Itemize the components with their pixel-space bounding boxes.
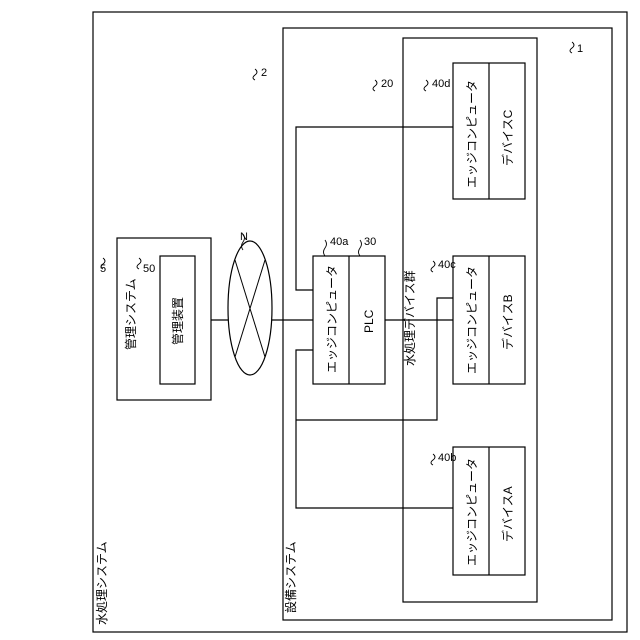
center-plc-ref-leader (359, 240, 362, 256)
facility-system-ref-leader (253, 69, 257, 80)
management-system-label: 管理システム (123, 278, 138, 350)
device-group-ref: 20 (381, 78, 393, 90)
device-group-label: 水処理デバイス群 (402, 270, 417, 366)
center-edge-label: エッジコンピュータ (325, 265, 339, 373)
management-device-label: 管理装置 (170, 297, 185, 345)
water-system-ref-leader (570, 42, 574, 53)
device-b-edge-label: エッジコンピュータ (465, 266, 479, 374)
management-device-ref: 50 (143, 263, 155, 275)
device-a-label: デバイスA (500, 486, 515, 542)
facility-system-ref: 2 (261, 67, 267, 79)
water-system-label: 水処理システム (95, 541, 109, 625)
center-edge-ref-leader (324, 240, 327, 256)
water-system-ref: 1 (577, 43, 583, 55)
facility-system-label: 設備システム (283, 541, 298, 613)
device-a-edge-label: エッジコンピュータ (465, 458, 479, 566)
center-edge-ref: 40a (330, 236, 349, 248)
link-to-device-a (296, 350, 453, 508)
network-ref: N (240, 231, 248, 243)
device-group-ref-leader (373, 80, 377, 91)
device-c-label: デバイスC (500, 109, 515, 166)
device-a-ref: 40b (438, 452, 456, 464)
device-b-ref: 40c (438, 259, 456, 271)
device-b-label: デバイスB (500, 294, 515, 350)
link-to-device-c (296, 127, 453, 290)
device-b-ref-leader (431, 261, 435, 272)
device-a-ref-leader (431, 454, 435, 465)
management-device-ref-leader (137, 258, 141, 269)
device-c-ref: 40d (432, 78, 450, 90)
center-plc-label: PLC (362, 309, 376, 333)
center-plc-ref: 30 (364, 236, 376, 248)
device-c-edge-label: エッジコンピュータ (465, 80, 479, 188)
management-system-ref: 5 (100, 263, 106, 275)
device-c-ref-leader (424, 80, 428, 91)
